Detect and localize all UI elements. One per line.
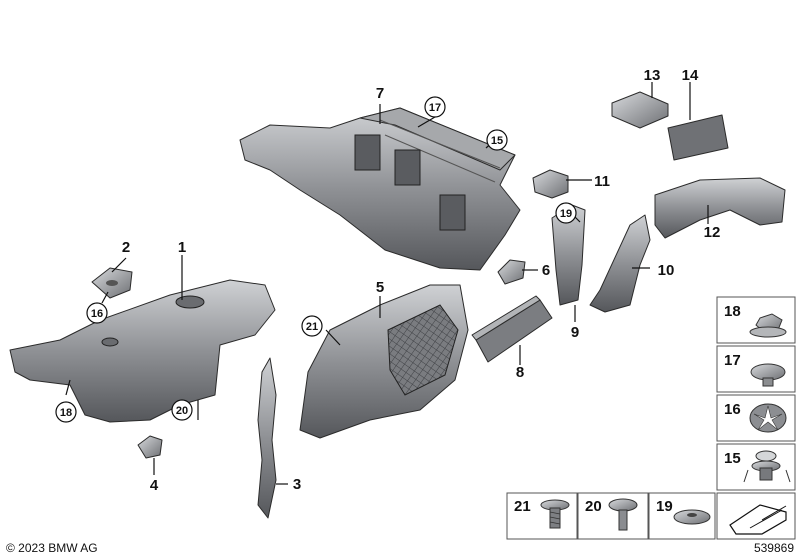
circled-callouts: 15 16 17 18 19 20 21 — [55, 96, 577, 423]
callout-12: 12 — [704, 224, 721, 241]
svg-text:17: 17 — [724, 352, 741, 369]
svg-text:16: 16 — [724, 401, 741, 418]
svg-text:19: 19 — [560, 208, 572, 220]
diagram-number: 539869 — [754, 541, 794, 555]
circled-callout-21: 21 — [301, 315, 323, 337]
part-13-insulation-pad — [611, 91, 669, 129]
callout-1: 1 — [178, 239, 186, 256]
leader-lines — [65, 82, 709, 485]
copyright-text: © 2023 BMW AG — [6, 541, 98, 555]
svg-text:21: 21 — [306, 321, 318, 333]
part-3-insulation-strip — [257, 357, 277, 519]
legend-item-15: 15 — [716, 443, 796, 491]
legend-item-21: 21 — [506, 492, 578, 540]
callout-5: 5 — [376, 279, 384, 296]
part-5-dash-panel-insulation — [299, 284, 469, 439]
part-8-insulation-block — [471, 295, 553, 363]
svg-text:15: 15 — [724, 450, 741, 467]
svg-text:20: 20 — [176, 405, 188, 417]
svg-text:15: 15 — [491, 135, 503, 147]
part-2-pad — [91, 267, 133, 299]
svg-text:18: 18 — [724, 303, 741, 320]
part-10-pillar-insulation — [589, 214, 651, 313]
callout-4: 4 — [150, 477, 159, 494]
part-1-heat-shield — [9, 279, 276, 423]
callout-11: 11 — [594, 173, 610, 190]
svg-text:16: 16 — [91, 308, 103, 320]
legend-item-17: 17 — [716, 345, 796, 393]
circled-callout-18: 18 — [55, 401, 77, 423]
callouts: 1 2 3 4 5 6 7 8 9 10 11 12 13 14 — [122, 67, 721, 494]
callout-8: 8 — [516, 364, 524, 381]
svg-text:21: 21 — [514, 498, 531, 515]
svg-text:17: 17 — [429, 102, 441, 114]
callout-10: 10 — [658, 262, 675, 279]
circled-callout-17: 17 — [424, 96, 446, 118]
svg-text:20: 20 — [585, 498, 602, 515]
part-9-pillar-insulation — [551, 204, 586, 306]
callout-2: 2 — [122, 239, 130, 256]
circled-callout-15: 15 — [486, 129, 508, 151]
part-6-clip — [497, 259, 526, 285]
circled-callout-20: 20 — [171, 399, 193, 421]
callout-3: 3 — [293, 476, 301, 493]
fastener-legend: 18 17 16 15 — [716, 296, 796, 540]
legend-item-16: 16 — [716, 394, 796, 442]
part-7-floor-insulation — [239, 107, 521, 271]
callout-14: 14 — [682, 67, 699, 84]
part-14-insulation-mat — [667, 114, 729, 161]
callout-6: 6 — [542, 262, 550, 279]
legend-item-18: 18 — [716, 296, 796, 344]
legend-arrow-symbol — [716, 492, 796, 540]
callout-13: 13 — [644, 67, 661, 84]
part-4-clip — [137, 435, 163, 459]
part-11-bracket — [532, 169, 569, 199]
legend-item-20: 20 — [577, 492, 649, 540]
callout-9: 9 — [571, 324, 579, 341]
fastener-legend-bottom: 21 20 19 — [506, 492, 716, 540]
part-12-wheelhouse-insulation — [654, 177, 786, 239]
circled-callout-16: 16 — [86, 302, 108, 324]
circled-callout-19: 19 — [555, 202, 577, 224]
legend-item-19: 19 — [648, 492, 716, 540]
svg-text:18: 18 — [60, 407, 72, 419]
callout-7: 7 — [376, 85, 384, 102]
svg-text:19: 19 — [656, 498, 673, 515]
